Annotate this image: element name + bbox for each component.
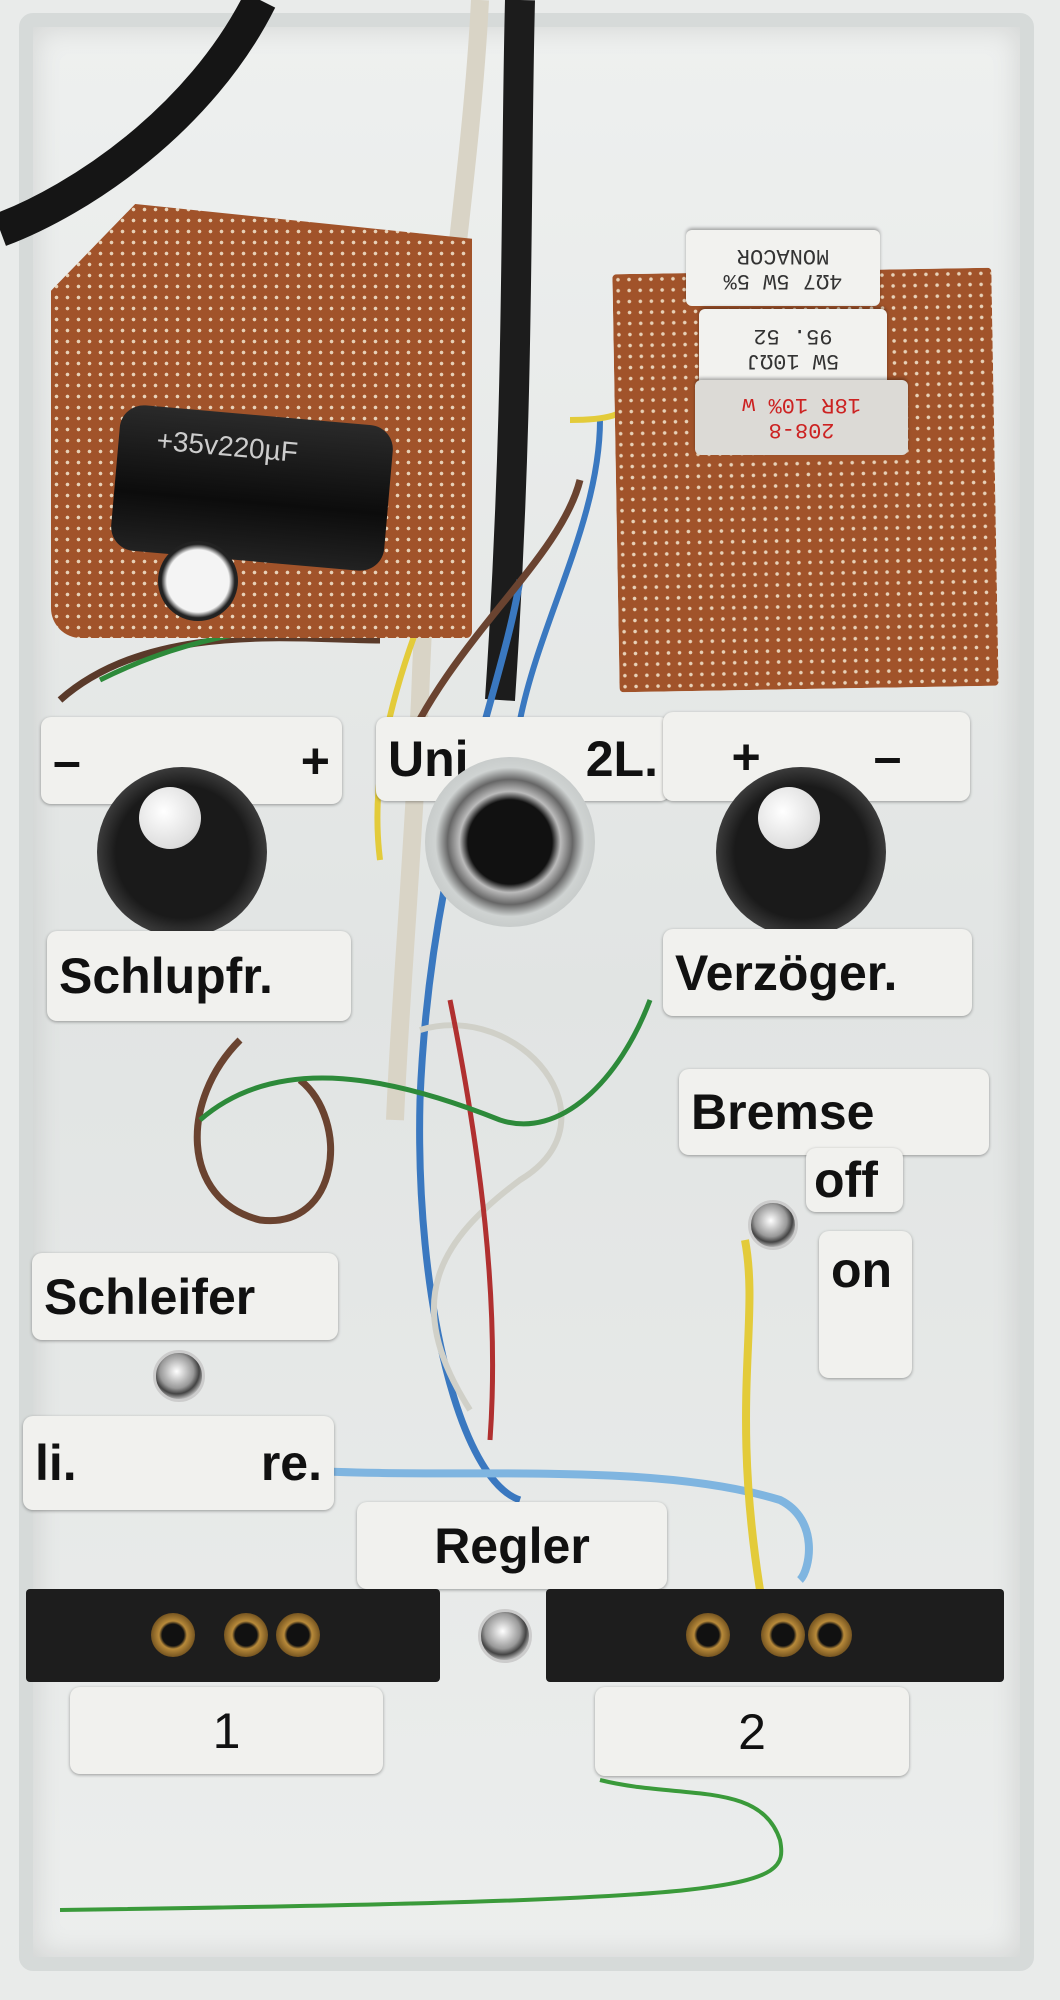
brake-on-label: on xyxy=(819,1231,912,1378)
capacitor-marking: +35v220µF xyxy=(155,424,300,468)
resistor-marking: MONACOR xyxy=(736,243,830,268)
resistor-marking: 4Ω7 5W 5% xyxy=(723,268,843,293)
regulator-toggle-switch[interactable] xyxy=(478,1609,532,1663)
socket[interactable] xyxy=(761,1613,805,1657)
minus-mark: – xyxy=(53,732,81,789)
electrolytic-capacitor: +35v220µF xyxy=(109,403,395,573)
socket[interactable] xyxy=(224,1613,268,1657)
delay-label: Verzöger. xyxy=(663,929,972,1016)
pickup-side-label: li. re. xyxy=(23,1416,334,1510)
two-rail-mark: 2L. xyxy=(585,731,658,787)
plus-mark: + xyxy=(300,732,330,789)
brake-label: Bremse xyxy=(679,1069,989,1155)
regulator-label: Regler xyxy=(357,1502,667,1589)
resistor-monacor: 4Ω7 5W 5%MONACOR xyxy=(686,230,880,306)
socket[interactable] xyxy=(276,1613,320,1657)
socket[interactable] xyxy=(151,1613,195,1657)
right-mark: re. xyxy=(260,1435,322,1491)
output-1-label: 1 xyxy=(70,1687,383,1774)
brake-off-label: off xyxy=(806,1148,903,1212)
delay-knob[interactable] xyxy=(716,767,886,937)
left-mark: li. xyxy=(35,1435,77,1491)
slip-knob[interactable] xyxy=(97,767,267,937)
resistor-marking: 95. 52 xyxy=(753,323,833,348)
output-socket-strip-1 xyxy=(26,1589,440,1682)
slip-label: Schlupfr. xyxy=(47,931,351,1021)
socket[interactable] xyxy=(686,1613,730,1657)
resistor-marking: 208-8 xyxy=(768,417,835,443)
brake-toggle-switch[interactable] xyxy=(748,1200,798,1250)
resistor-marking: 5W 10ΩJ xyxy=(746,348,840,373)
output-socket-strip-2 xyxy=(546,1589,1004,1682)
socket[interactable] xyxy=(808,1613,852,1657)
minus-mark: – xyxy=(873,728,902,785)
output-2-label: 2 xyxy=(595,1687,909,1776)
pickup-toggle-switch[interactable] xyxy=(153,1350,205,1402)
small-capacitor xyxy=(158,541,238,621)
mode-selector-knob[interactable] xyxy=(425,757,595,927)
pickup-label: Schleifer xyxy=(32,1253,338,1340)
resistor-marking: 18R 10% w xyxy=(742,392,861,418)
plus-mark: + xyxy=(731,728,761,785)
